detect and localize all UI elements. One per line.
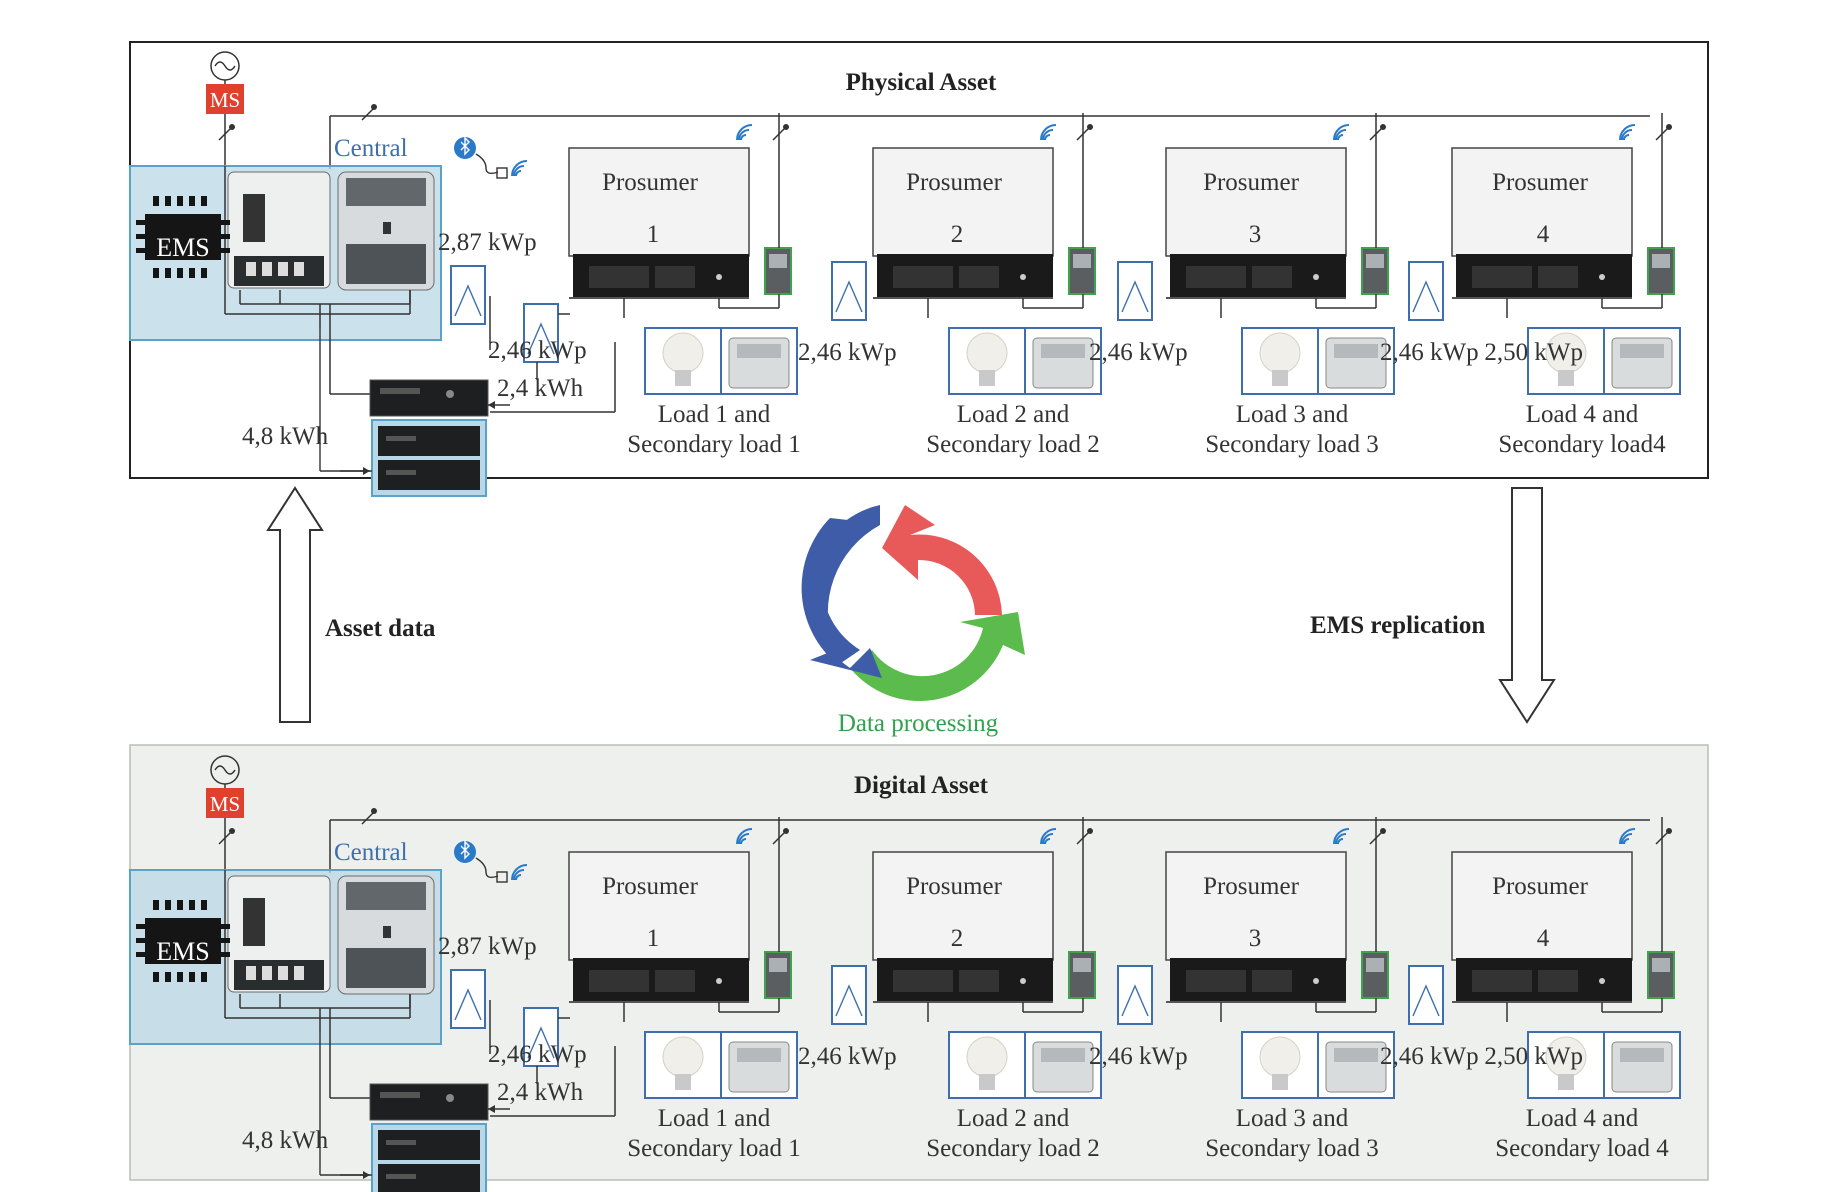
digital-prosumer-3: 2,46 kWp Prosumer 3 Load 3 and Secondary… <box>1089 816 1395 1162</box>
prosumer-number: 3 <box>1249 925 1262 952</box>
digital-battery-large-label: 4,8 kWh <box>242 1127 329 1154</box>
digital-ms-badge <box>206 788 244 818</box>
physical-prosumer-2: 2,46 kWp Prosumer 2 Load 2 and Secondary… <box>798 112 1102 458</box>
digital-central-pv-label: 2,87 kWp <box>438 933 537 960</box>
prosumer-number: 2 <box>951 221 964 248</box>
digital-prosumer-2: 2,46 kWp Prosumer 2 Load 2 and Secondary… <box>798 816 1102 1162</box>
pv-label: 2,46 kWp <box>1089 339 1188 366</box>
pv-label: 2,50 kWp <box>1484 339 1583 366</box>
load-label-line1: Load 2 and <box>957 401 1070 428</box>
pv-label: 2,46 kWp <box>798 1043 897 1070</box>
asset-data-arrow <box>266 486 324 723</box>
data-processing-cycle <box>801 505 1025 702</box>
physical-ms-badge <box>206 84 244 114</box>
load-label-line1: Load 4 and <box>1526 1105 1639 1132</box>
pv-label: 2,46 kWp <box>1089 1043 1188 1070</box>
asset-data-label: Asset data <box>325 615 436 642</box>
physical-central-pv-label: 2,87 kWp <box>438 229 537 256</box>
pv-label: 2,50 kWp <box>1484 1043 1583 1070</box>
load-label-line2: Secondary load 1 <box>627 431 801 458</box>
pv-label: 2,46 kWp <box>1380 339 1479 366</box>
prosumer-number: 1 <box>647 925 660 952</box>
load-label-line1: Load 1 and <box>658 401 771 428</box>
load-label-line2: Secondary load 4 <box>1495 1135 1669 1162</box>
load-label-line2: Secondary load 3 <box>1205 431 1379 458</box>
prosumer-label: Prosumer <box>906 873 1003 900</box>
load-label-line1: Load 2 and <box>957 1105 1070 1132</box>
load-label-line2: Secondary load 2 <box>926 431 1100 458</box>
prosumer-label: Prosumer <box>1492 169 1589 196</box>
prosumer-number: 4 <box>1537 221 1550 248</box>
digital-central-label: Central <box>334 839 408 866</box>
physical-battery-large-label: 4,8 kWh <box>242 423 329 450</box>
load-label-line2: Secondary load 2 <box>926 1135 1100 1162</box>
data-processing-label: Data processing <box>838 710 999 737</box>
load-label-line2: Secondary load4 <box>1498 431 1666 458</box>
physical-ms-label: MS <box>210 88 240 112</box>
load-label-line2: Secondary load 3 <box>1205 1135 1379 1162</box>
load-label-line1: Load 1 and <box>658 1105 771 1132</box>
digital-battery-small-label: 2,4 kWh <box>497 1079 584 1106</box>
physical-prosumer-1: Prosumer 1 Load 1 and Secondary load 1 <box>568 112 801 458</box>
physical-prosumer-4: 2,46 kWp Prosumer 4 2,50 kWp Load 4 and … <box>1380 112 1681 458</box>
digital-ms-label: MS <box>210 792 240 816</box>
prosumer-label: Prosumer <box>602 873 699 900</box>
prosumer-number: 1 <box>647 221 660 248</box>
physical-central-label: Central <box>334 135 408 162</box>
pv-label: 2,46 kWp <box>1380 1043 1479 1070</box>
prosumer-label: Prosumer <box>602 169 699 196</box>
physical-prosumer-3: 2,46 kWp Prosumer 3 Load 3 and Secondary… <box>1089 112 1395 458</box>
physical-battery-small-label: 2,4 kWh <box>497 375 584 402</box>
prosumer-label: Prosumer <box>906 169 1003 196</box>
load-label-line1: Load 4 and <box>1526 401 1639 428</box>
prosumer-label: Prosumer <box>1203 169 1300 196</box>
digital-ems-label: EMS <box>156 937 209 966</box>
digital-prosumer-1: Prosumer 1 Load 1 and Secondary load 1 <box>568 816 801 1162</box>
physical-battery-pv-label: 2,46 kWp <box>488 337 587 364</box>
prosumer-number: 4 <box>1537 925 1550 952</box>
load-label-line2: Secondary load 1 <box>627 1135 801 1162</box>
digital-asset-title: Digital Asset <box>854 772 989 799</box>
digital-battery-pv-label: 2,46 kWp <box>488 1041 587 1068</box>
ems-replication-label: EMS replication <box>1310 612 1485 639</box>
prosumer-number: 3 <box>1249 221 1262 248</box>
load-label-line1: Load 3 and <box>1236 1105 1349 1132</box>
pv-label: 2,46 kWp <box>798 339 897 366</box>
prosumer-number: 2 <box>951 925 964 952</box>
prosumer-label: Prosumer <box>1492 873 1589 900</box>
physical-asset-title: Physical Asset <box>846 69 997 96</box>
prosumer-label: Prosumer <box>1203 873 1300 900</box>
load-label-line1: Load 3 and <box>1236 401 1349 428</box>
ems-replication-arrow <box>1498 487 1556 724</box>
physical-ems-label: EMS <box>156 233 209 262</box>
digital-prosumer-4: 2,46 kWp Prosumer 4 2,50 kWp Load 4 and … <box>1380 816 1681 1162</box>
